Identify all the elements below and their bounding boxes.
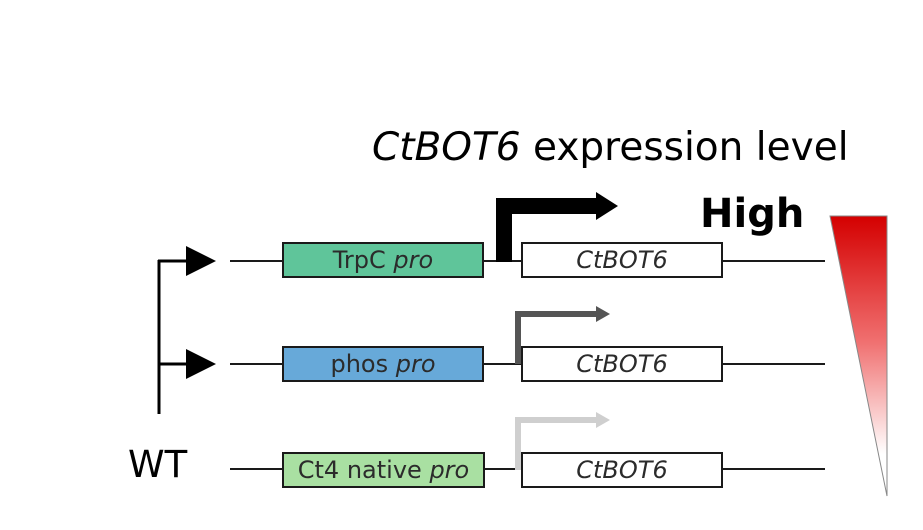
lineage-arrowhead-1 bbox=[186, 246, 216, 276]
expression-gradient-wedge bbox=[829, 215, 888, 497]
chart-title: CtBOT6 expression level bbox=[372, 124, 849, 172]
gene-box-3: CtBOT6 bbox=[521, 452, 723, 488]
promoter-name: Ct4 native bbox=[297, 456, 422, 484]
title-text: expression level bbox=[520, 125, 849, 170]
promoter-box-phos: phos pro bbox=[282, 346, 484, 382]
title-gene: CtBOT6 bbox=[372, 125, 521, 170]
promoter-box-native: Ct4 native pro bbox=[282, 452, 485, 488]
high-label: High bbox=[700, 191, 805, 237]
transcription-arrow-low bbox=[515, 412, 610, 470]
promoter-suffix: pro bbox=[395, 350, 436, 378]
wt-label: WT bbox=[128, 443, 188, 486]
lineage-arrowhead-2 bbox=[186, 349, 216, 379]
promoter-suffix: pro bbox=[393, 246, 434, 274]
promoter-suffix: pro bbox=[429, 456, 470, 484]
lineage-bracket bbox=[157, 246, 216, 414]
gene-box-1: CtBOT6 bbox=[521, 242, 723, 278]
promoter-box-trpc: TrpC pro bbox=[282, 242, 484, 278]
transcription-arrow-high bbox=[496, 192, 618, 262]
gene-box-2: CtBOT6 bbox=[521, 346, 723, 382]
promoter-name: TrpC bbox=[332, 246, 386, 274]
transcription-arrow-medium bbox=[515, 306, 610, 364]
promoter-name: phos bbox=[330, 350, 389, 378]
